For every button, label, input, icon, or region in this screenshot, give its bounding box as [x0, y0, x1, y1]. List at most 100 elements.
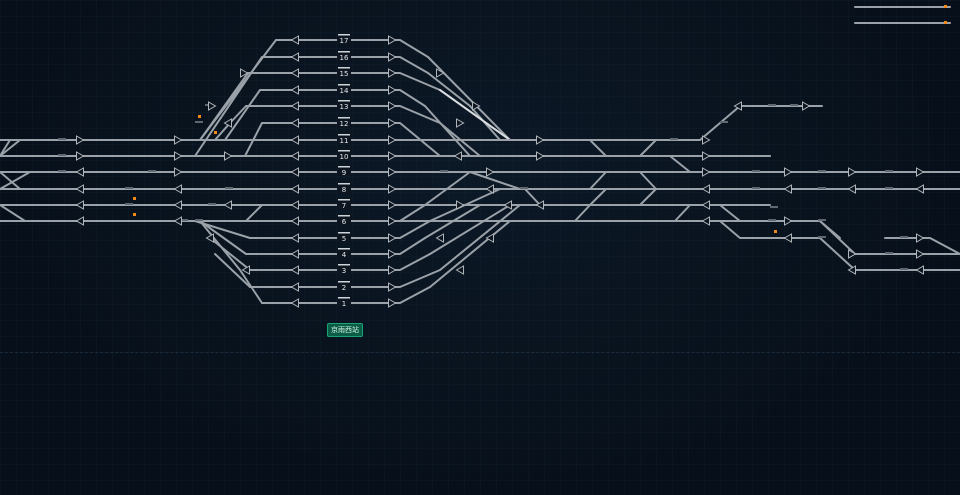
signal-triangle [290, 216, 299, 226]
block-segment [885, 170, 893, 172]
track-number-bar [338, 248, 350, 250]
track-segment [639, 188, 657, 206]
signal-triangle [290, 101, 299, 111]
signal-triangle [536, 135, 545, 145]
signal-triangle [472, 101, 481, 111]
track-number-bar [338, 297, 350, 299]
track-segment [249, 269, 441, 288]
signal-triangle [290, 233, 299, 243]
signal-triangle [535, 200, 544, 210]
track-number-label: 7 [342, 202, 346, 210]
signal-marker [214, 131, 217, 134]
block-segment [670, 138, 678, 140]
track-number-bg [337, 249, 351, 258]
signal-triangle [290, 249, 299, 259]
track-number-bar [338, 100, 350, 102]
track-segment [0, 139, 21, 157]
signal-triangle [536, 151, 545, 161]
signal-triangle [388, 233, 397, 243]
signal-triangle [290, 265, 299, 275]
track-number-bar [338, 51, 350, 53]
track-segment [669, 155, 691, 173]
signal-triangle [388, 249, 397, 259]
track-number-bar [338, 183, 350, 185]
block-segment [900, 236, 908, 238]
signal-triangle [388, 167, 397, 177]
block-segment [125, 187, 133, 189]
track-segment [719, 220, 960, 271]
track-number-bar [338, 281, 350, 283]
signal-triangle [388, 135, 397, 145]
block-segment [900, 268, 908, 270]
signal-triangle [240, 68, 249, 78]
track-number-bg [337, 68, 351, 77]
track-segment [819, 220, 841, 239]
track-number-bg [337, 216, 351, 225]
signal-triangle [174, 135, 183, 145]
track-number-label: 10 [340, 153, 349, 161]
track-segment [0, 171, 21, 190]
signal-triangle [455, 265, 464, 275]
track-number-label: 5 [342, 235, 346, 243]
signal-triangle [290, 135, 299, 145]
track-segment [261, 56, 429, 74]
track-segment [261, 122, 441, 157]
block-segment [440, 170, 448, 172]
track-number-bg [337, 85, 351, 94]
block-segment [818, 219, 826, 221]
track-segment [259, 89, 426, 107]
signal-marker [944, 21, 947, 24]
signal-triangle [702, 135, 711, 145]
signal-triangle [241, 265, 250, 275]
signal-triangle [916, 249, 925, 259]
signal-triangle [388, 200, 397, 210]
track-number-bg [337, 52, 351, 61]
signal-triangle [174, 167, 183, 177]
track-segment [639, 139, 657, 157]
track-number-label: 9 [342, 169, 346, 177]
block-segment [770, 206, 778, 208]
track-number-bg [337, 233, 351, 242]
signal-triangle [388, 118, 397, 128]
track-segment [214, 253, 251, 288]
signal-triangle [208, 101, 217, 111]
track-number-bg [337, 282, 351, 291]
track-segment [719, 204, 960, 255]
track-number-bg [337, 35, 351, 44]
track-number-bar [338, 215, 350, 217]
signal-triangle [733, 101, 742, 111]
signal-triangles [75, 35, 925, 308]
signal-triangle [915, 265, 924, 275]
track-segment [261, 286, 431, 304]
signal-triangle [75, 184, 84, 194]
signal-triangle [75, 200, 84, 210]
track-number-bar [338, 150, 350, 152]
track-segment [427, 56, 511, 141]
signal-triangle [388, 68, 397, 78]
signal-triangle [290, 68, 299, 78]
signal-triangle [174, 151, 183, 161]
track-segment [589, 188, 607, 206]
track-segment [424, 105, 471, 157]
signal-triangle [783, 233, 792, 243]
block-segment [720, 121, 728, 123]
track-segment [199, 220, 247, 255]
signal-triangle [290, 52, 299, 62]
signal-marker [944, 5, 947, 8]
signal-triangle [802, 101, 811, 111]
signal-marker [133, 197, 136, 200]
block-segment [752, 170, 760, 172]
signal-triangle [388, 298, 397, 308]
signal-triangle [388, 101, 397, 111]
signal-triangle [388, 265, 397, 275]
signal-triangle [388, 85, 397, 95]
block-segment [818, 170, 826, 172]
track-number-bar [338, 264, 350, 266]
station-name-badge[interactable]: 京雨西站 [327, 323, 363, 337]
track-segment [674, 204, 691, 222]
signal-triangle [290, 200, 299, 210]
track-segment [275, 39, 429, 58]
signal-triangle [503, 200, 512, 210]
signal-triangle [915, 184, 924, 194]
